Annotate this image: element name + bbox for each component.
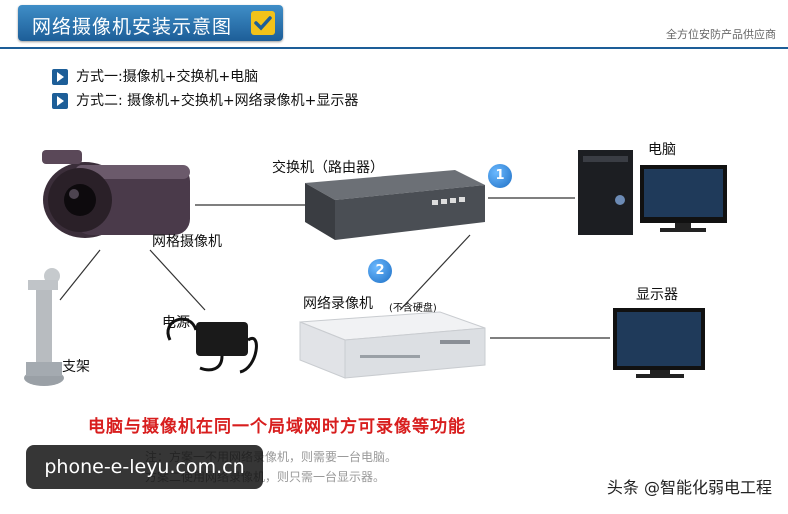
line-camera-power bbox=[149, 249, 206, 311]
label-power: 电源 bbox=[162, 315, 190, 331]
label-switch: 交换机（路由器） bbox=[272, 160, 384, 176]
switch-icon bbox=[305, 170, 485, 240]
line-camera-bracket bbox=[59, 249, 101, 301]
camera-icon bbox=[42, 150, 190, 238]
label-camera: 网格摄像机 bbox=[152, 234, 222, 250]
label-nvr-note: (不含硬盘) bbox=[389, 303, 437, 314]
page-title: 网络摄像机安装示意图 bbox=[32, 16, 233, 38]
label-monitor: 显示器 bbox=[636, 287, 678, 303]
title-banner: 网络摄像机安装示意图 bbox=[18, 5, 283, 41]
method-list: 方式一:摄像机+交换机+电脑 方式二: 摄像机+交换机+网络录像机+显示器 bbox=[52, 66, 358, 114]
label-bracket: 支架 bbox=[62, 359, 90, 375]
label-nvr: 网络录像机 bbox=[303, 296, 373, 312]
bracket-icon bbox=[24, 268, 64, 386]
nvr-icon bbox=[299, 311, 486, 379]
monitor-icon bbox=[613, 308, 705, 378]
watermark: phone-e-leyu.com.cn bbox=[26, 445, 263, 489]
badge-2: 2 bbox=[368, 259, 392, 283]
header: 网络摄像机安装示意图 全方位安防产品供应商 bbox=[0, 0, 788, 50]
method-text: 方式二: 摄像机+交换机+网络录像机+显示器 bbox=[76, 93, 359, 109]
method-item: 方式二: 摄像机+交换机+网络录像机+显示器 bbox=[52, 90, 358, 114]
credit-text: 头条 @智能化弱电工程 bbox=[606, 478, 772, 497]
method-item: 方式一:摄像机+交换机+电脑 bbox=[52, 66, 358, 90]
arrow-right-icon bbox=[52, 93, 68, 109]
badge-1: 1 bbox=[488, 164, 512, 188]
notice-text: 电脑与摄像机在同一个局域网时方可录像等功能 bbox=[88, 417, 466, 437]
check-icon bbox=[251, 11, 275, 35]
method-text: 方式一:摄像机+交换机+电脑 bbox=[76, 69, 259, 85]
connection-lines bbox=[59, 197, 610, 339]
label-computer: 电脑 bbox=[648, 142, 676, 158]
power-adapter-icon bbox=[166, 317, 258, 374]
line-switch-nvr bbox=[399, 234, 471, 311]
header-divider bbox=[0, 47, 788, 49]
brand-slogan: 全方位安防产品供应商 bbox=[666, 28, 776, 41]
arrow-right-icon bbox=[52, 69, 68, 85]
computer-icon bbox=[578, 150, 727, 235]
